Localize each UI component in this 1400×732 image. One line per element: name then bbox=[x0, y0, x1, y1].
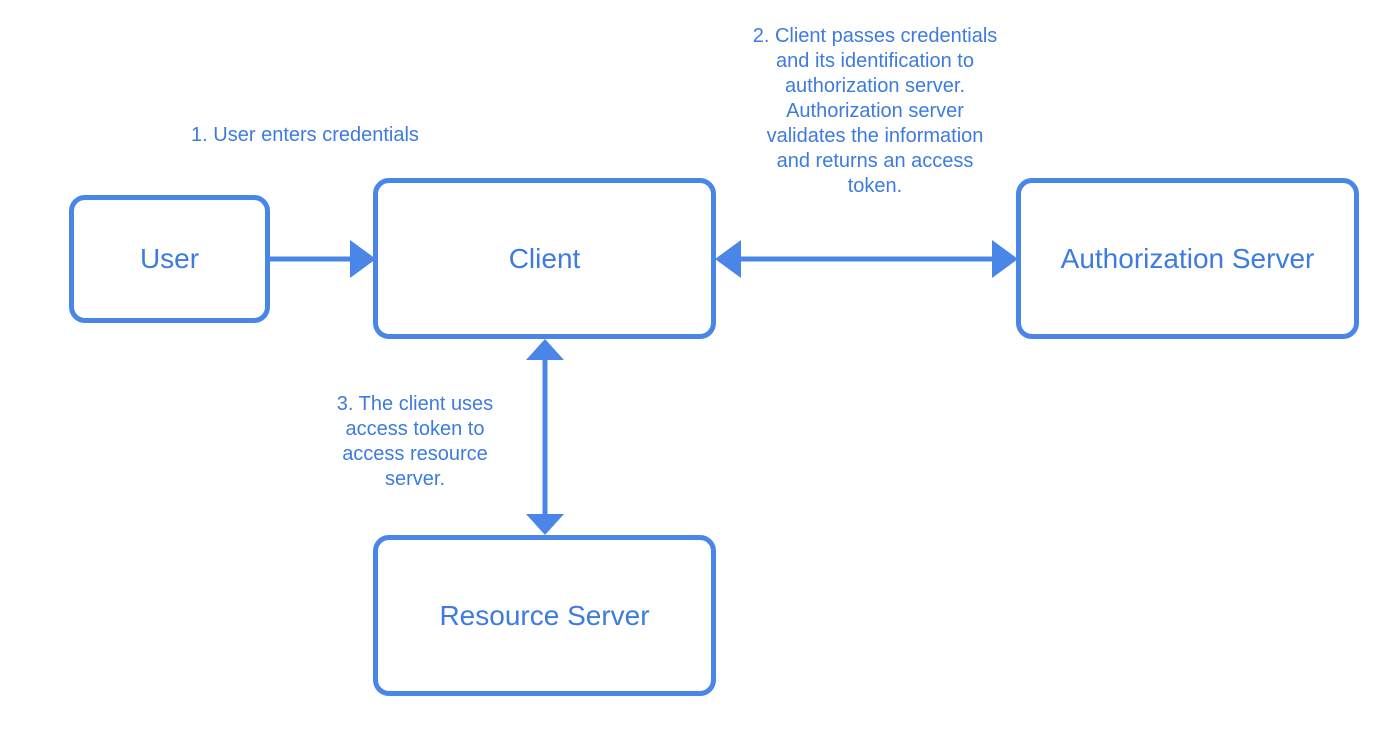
step2-line: and its identification to bbox=[776, 50, 974, 72]
step2-line: and returns an access bbox=[776, 150, 974, 172]
step2-line: token. bbox=[847, 175, 903, 197]
step3-line: server. bbox=[384, 468, 446, 490]
step2-line: Authorization server bbox=[786, 100, 964, 122]
authorization-server-label: Authorization Server bbox=[1060, 242, 1315, 274]
authorization-server-node: Authorization Server bbox=[1016, 178, 1359, 339]
arrowhead-client-left bbox=[350, 240, 376, 278]
arrowhead-client-right bbox=[715, 240, 741, 278]
user-node: User bbox=[69, 195, 270, 323]
client-node-label: Client bbox=[508, 242, 581, 274]
step3-line: 3. The client uses bbox=[336, 393, 494, 415]
arrowhead-resource-top bbox=[526, 514, 564, 535]
arrowhead-auth-left bbox=[992, 240, 1018, 278]
step3-line: access resource bbox=[342, 443, 488, 465]
step2-annotation: 2. Client passes credentials and its ide… bbox=[715, 24, 1035, 199]
arrowhead-client-bottom bbox=[526, 339, 564, 360]
resource-server-label: Resource Server bbox=[439, 599, 650, 631]
step1-annotation: 1. User enters credentials bbox=[160, 123, 450, 148]
user-node-label: User bbox=[139, 243, 200, 274]
step2-line: authorization server. bbox=[784, 75, 966, 97]
client-node: Client bbox=[373, 178, 716, 339]
resource-server-node: Resource Server bbox=[373, 535, 716, 696]
step3-annotation: 3. The client uses access token to acces… bbox=[290, 392, 540, 492]
step2-line: 2. Client passes credentials bbox=[752, 25, 998, 47]
step2-line: validates the information bbox=[766, 125, 984, 147]
step3-line: access token to bbox=[345, 418, 485, 440]
step1-line: 1. User enters credentials bbox=[191, 124, 419, 146]
